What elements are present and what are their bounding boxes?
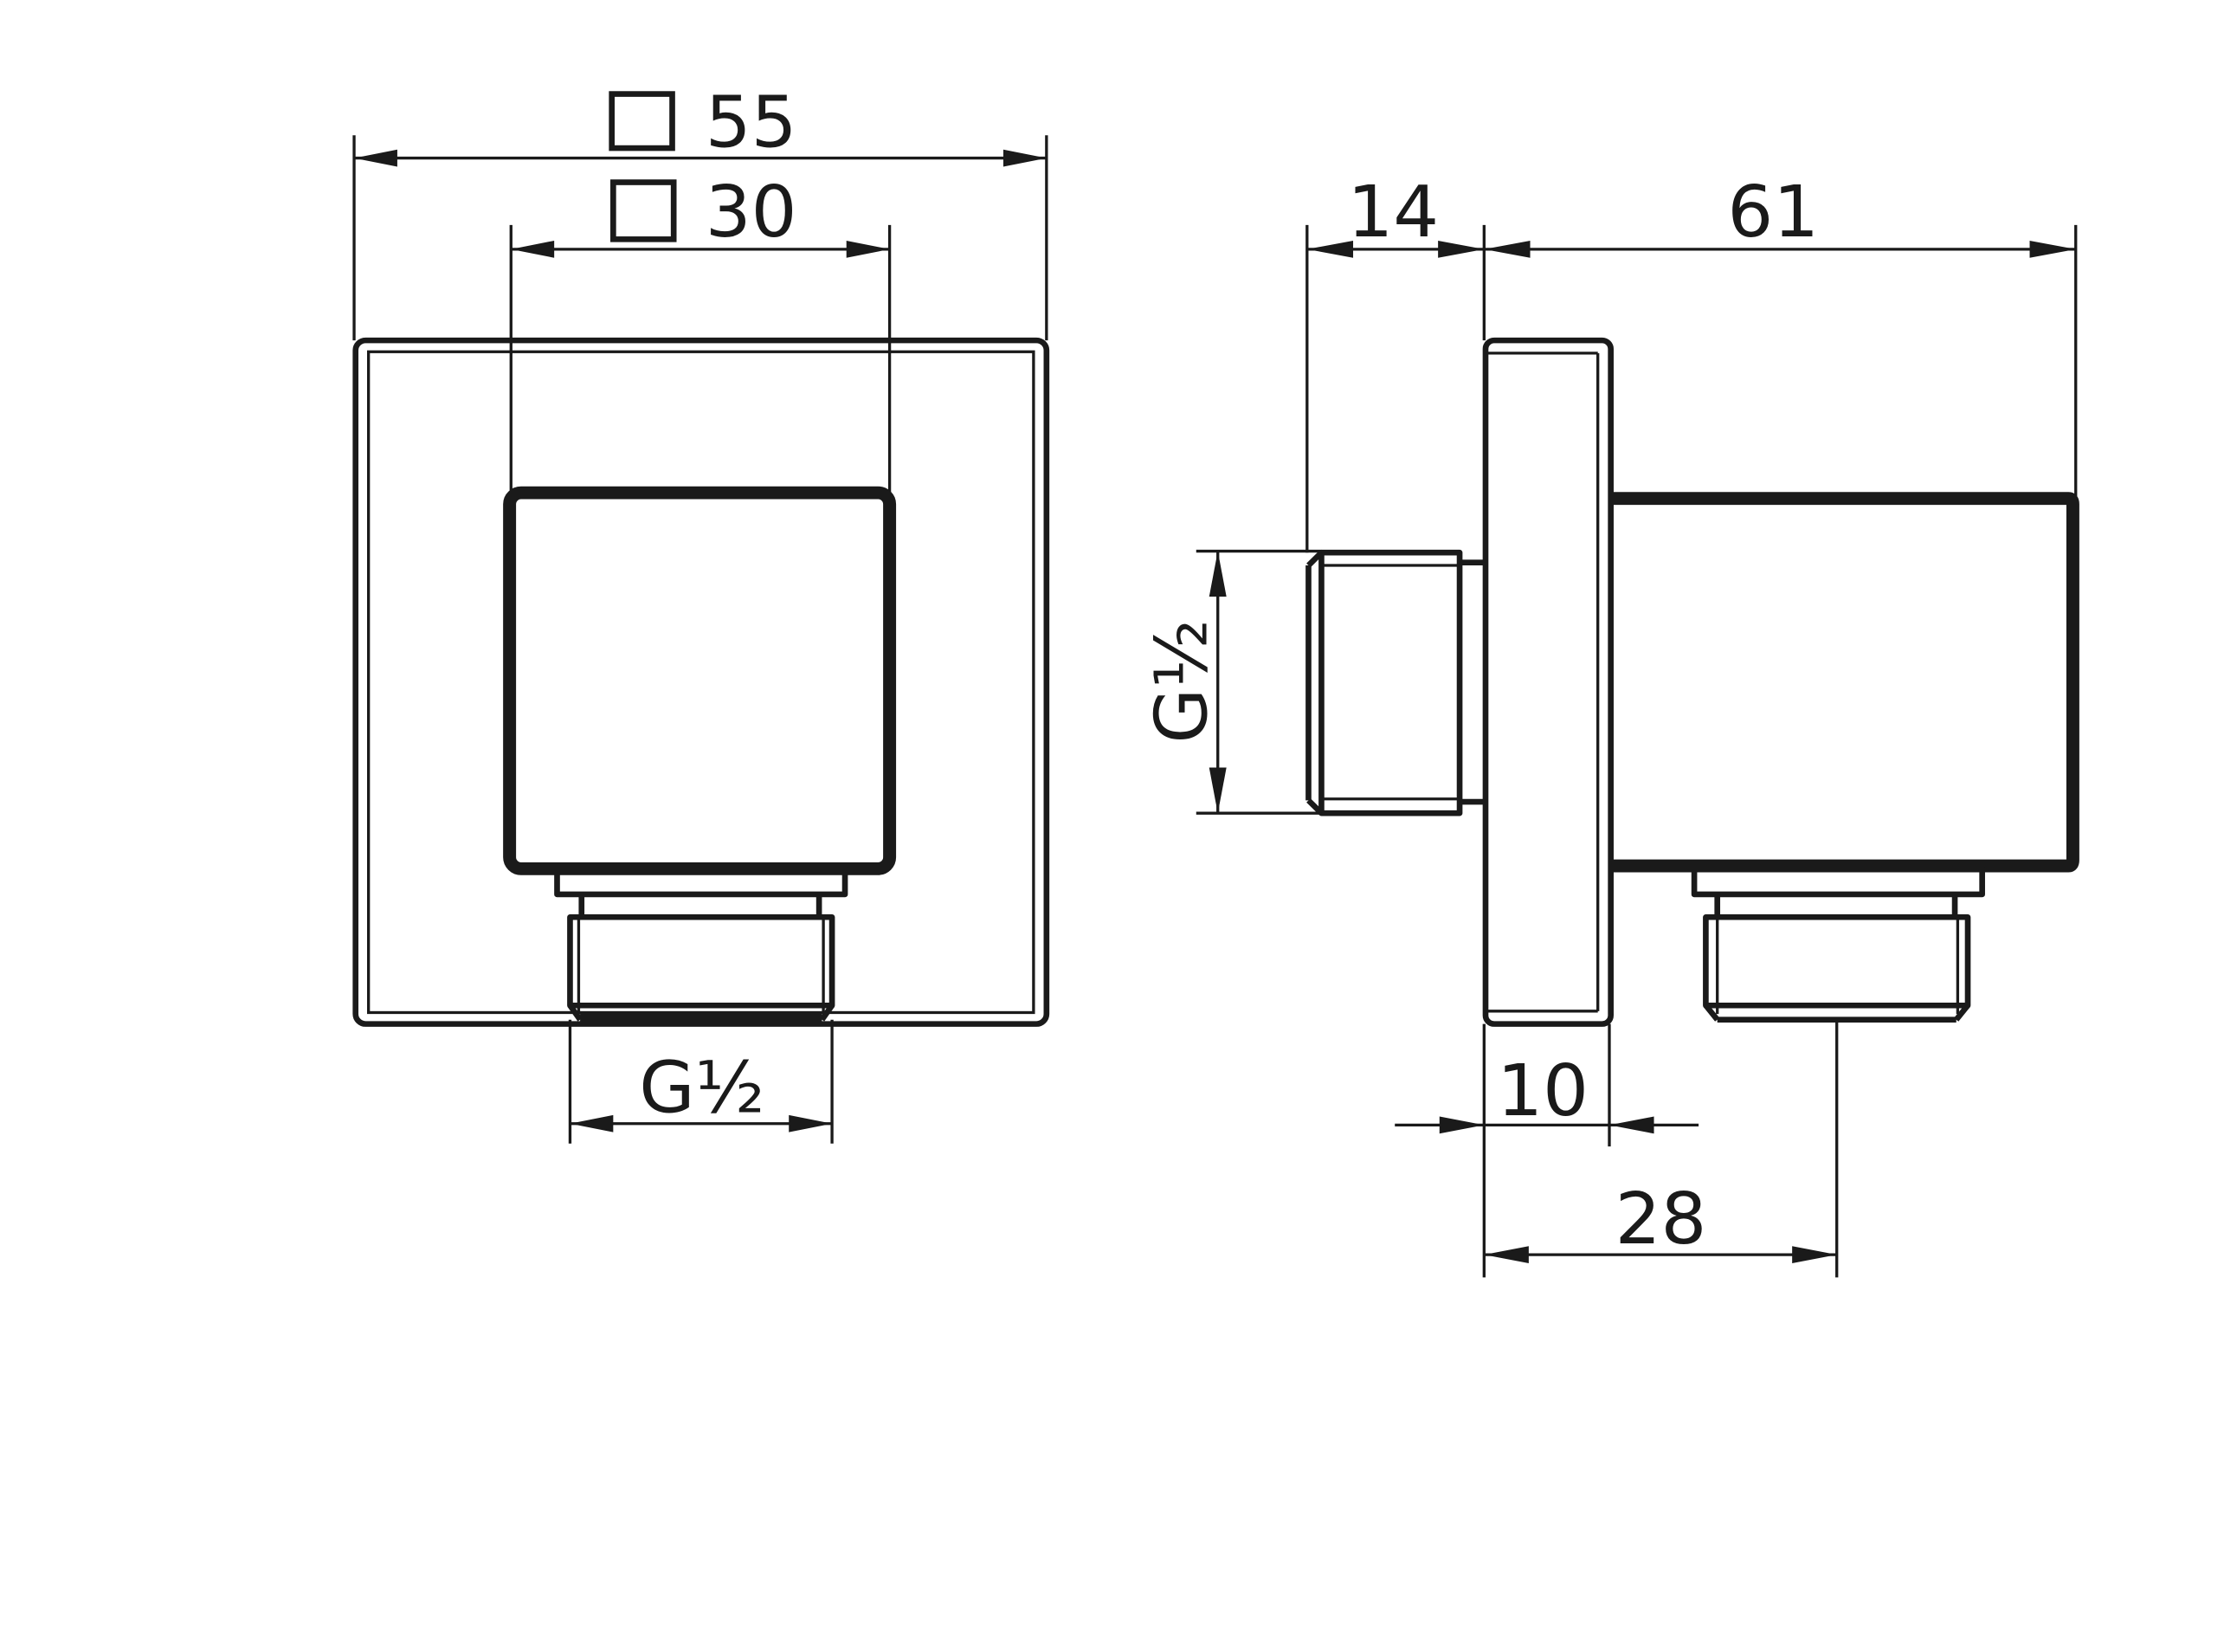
side-wall-plate xyxy=(1482,337,1614,1027)
dim-offset-28: 28 xyxy=(1484,1019,1839,1278)
dim-outlet-thread: G½ xyxy=(568,1019,834,1144)
front-outer-plate-inner-edge xyxy=(367,350,1035,1015)
dim-label-g-half-vertical: G½ xyxy=(1139,619,1224,743)
front-body-square xyxy=(503,486,897,875)
dim-label-61: 61 xyxy=(1727,170,1819,253)
dim-depth-61: 61 xyxy=(1484,170,2078,499)
side-view: 14 61 G½ 10 xyxy=(1139,170,2079,1278)
side-inlet-thread xyxy=(1318,549,1463,816)
front-outlet-thread xyxy=(567,913,835,1009)
dim-label-30: 30 xyxy=(706,170,797,253)
square-symbol-icon xyxy=(610,179,677,242)
dim-label-10: 10 xyxy=(1497,1049,1589,1132)
dim-label-g-half: G½ xyxy=(639,1046,764,1129)
dim-outer-55: 55 xyxy=(352,81,1048,341)
square-symbol-icon xyxy=(609,91,675,152)
dim-inlet-thread: G½ xyxy=(1139,549,1322,815)
dim-label-28: 28 xyxy=(1615,1177,1707,1260)
front-collar xyxy=(554,866,848,898)
dim-label-55: 55 xyxy=(706,81,797,164)
dim-label-14: 14 xyxy=(1347,170,1439,253)
front-outer-plate xyxy=(352,337,1050,1027)
side-collar xyxy=(1691,866,1985,898)
dim-inner-30: 30 xyxy=(509,170,892,494)
dim-plate-10: 10 xyxy=(1395,1023,1699,1278)
side-body-block xyxy=(1610,492,2079,873)
dim-inlet-14: 14 xyxy=(1305,170,1486,553)
side-outlet-thread xyxy=(1703,913,1971,1009)
front-view: 55 30 G½ xyxy=(352,81,1050,1144)
